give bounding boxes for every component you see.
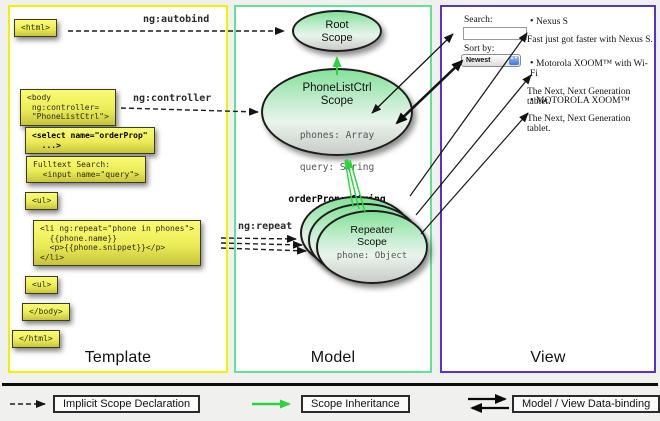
repeater-scope-ellipse: Repeater Scope phone: Object (316, 210, 428, 284)
phone-item-desc: The Next, Next Generation tablet. (527, 114, 631, 134)
phonelistctrl-scope-title: PhoneListCtrl Scope (302, 82, 372, 107)
code-li-repeat: <li ng:repeat="phone in phones"> {{phone… (33, 220, 202, 266)
phone-item-title: Motorola XOOM™ with Wi-Fi (530, 58, 655, 79)
legend-data-binding-box: Model / View Data-binding (512, 395, 660, 413)
sort-by-label: Sort by: (464, 44, 495, 54)
code-body-open: <body ng:controller= "PhoneListCtrl"> (20, 89, 116, 126)
code-body-close: </body> (22, 303, 70, 321)
view-column-label: View (530, 349, 566, 366)
search-label: Search: (464, 15, 493, 25)
repeater-scope-title: Repeater Scope (350, 224, 394, 248)
sort-dropdown-value: Newest (466, 57, 491, 64)
legend-implicit-scope-box: Implicit Scope Declaration (53, 395, 201, 413)
scope-prop-phones: phones: Array (299, 130, 375, 141)
phone-list-item: MOTOROLA XOOM™ The Next, Next Generation… (527, 95, 655, 134)
template-column-label: Template (84, 349, 152, 366)
code-html-open: <html> (14, 19, 57, 37)
stepper-arrows-icon: ▲▼ (510, 55, 518, 60)
scope-prop-phone: phone: Object (336, 251, 408, 261)
code-select: <select name="orderProp" ...> (25, 127, 155, 154)
phonelistctrl-scope-ellipse: PhoneListCtrl Scope phones: Array query:… (261, 68, 413, 205)
code-ul-open: <ul> (25, 192, 59, 210)
model-column-label: Model (310, 349, 356, 366)
phone-item-title: MOTOROLA XOOM™ (530, 95, 655, 106)
ng-controller-label: ng:controller (133, 93, 212, 104)
code-ul-close: <ul> (25, 276, 59, 294)
phone-list-item: Nexus S Fast just got faster with Nexus … (527, 16, 655, 45)
scope-prop-query: query: String (299, 161, 375, 173)
legend-scope-inheritance-box: Scope Inheritance (301, 395, 410, 413)
ng-autobind-label: ng:autobind (143, 14, 210, 25)
ng-repeat-label: ng:repeat (238, 221, 293, 232)
sort-dropdown[interactable]: Newest ▲▼ (461, 54, 521, 67)
view-column: View Search: Sort by: Newest ▲▼ Nexus S … (440, 5, 656, 373)
code-fulltext-search: Fulltext Search: <input name="query"> (26, 156, 146, 183)
phone-item-desc: Fast just got faster with Nexus S. (527, 35, 653, 45)
root-scope-ellipse: Root Scope (292, 10, 382, 52)
phone-item-title: Nexus S (530, 16, 655, 27)
search-input[interactable] (463, 27, 527, 40)
root-scope-title: Root Scope (321, 19, 353, 44)
select-stepper-icon[interactable]: ▲▼ (509, 55, 519, 65)
code-html-close: </html> (12, 330, 60, 348)
